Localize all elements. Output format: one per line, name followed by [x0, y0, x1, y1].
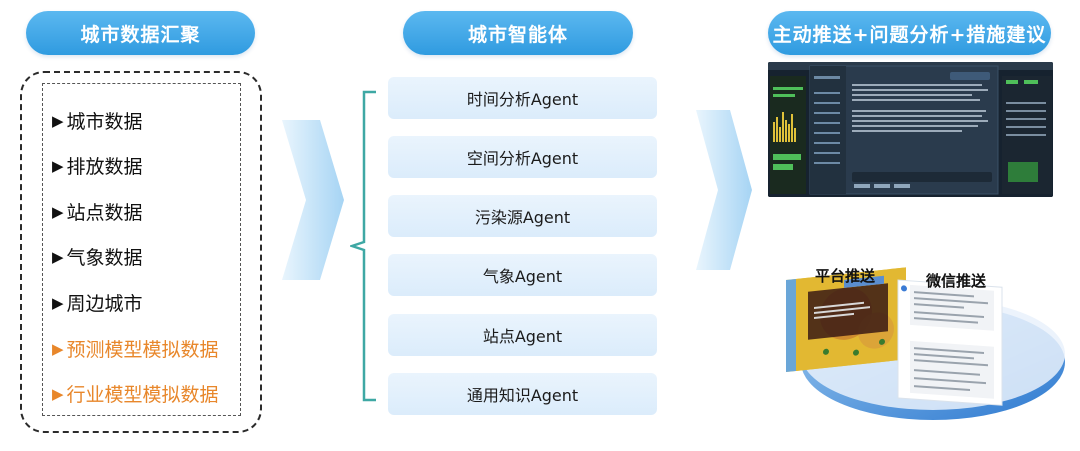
agent-card: 通用知识Agent [388, 373, 657, 415]
triangle-right-icon: ▶ [52, 202, 64, 221]
data-item: ▶ 周边城市 [52, 289, 143, 316]
flow-arrow-right [696, 110, 752, 270]
agent-card: 站点Agent [388, 314, 657, 356]
push-channels-graphic [786, 267, 1065, 420]
header-city-data: 城市数据汇聚 [26, 11, 255, 55]
data-item-label: 行业模型模拟数据 [66, 384, 219, 406]
agent-card: 空间分析Agent [388, 136, 657, 178]
header-output-label: 主动推送+问题分析+措施建议 [772, 23, 1047, 46]
data-item-highlight: ▶ 预测模型模拟数据 [52, 335, 219, 362]
platform-screenshot [786, 267, 906, 372]
chevron-arrow-icon [282, 120, 344, 280]
data-item: ▶ 气象数据 [52, 243, 143, 270]
agent-card: 时间分析Agent [388, 77, 657, 119]
agent-label: 通用知识Agent [466, 386, 579, 405]
triangle-right-icon: ▶ [52, 111, 64, 130]
agent-bracket [350, 90, 376, 402]
agent-label: 时间分析Agent [466, 90, 579, 109]
agent-label: 站点Agent [482, 327, 563, 346]
data-item-label: 气象数据 [66, 247, 143, 269]
bracket-line [350, 90, 376, 402]
data-item-highlight: ▶ 行业模型模拟数据 [52, 380, 219, 407]
chevron-arrow-icon [696, 110, 752, 270]
flow-arrow-left [282, 120, 344, 280]
data-item: ▶ 站点数据 [52, 198, 143, 225]
triangle-right-icon: ▶ [52, 384, 64, 403]
triangle-right-icon: ▶ [52, 247, 64, 266]
data-item: ▶ 城市数据 [52, 107, 143, 134]
triangle-right-icon: ▶ [52, 156, 64, 175]
header-output: 主动推送+问题分析+措施建议 [768, 11, 1051, 55]
triangle-right-icon: ▶ [52, 293, 64, 312]
wechat-push-label: 微信推送 [926, 272, 987, 290]
data-item-label: 城市数据 [66, 111, 143, 133]
agent-label: 污染源Agent [474, 208, 571, 227]
platform-push-label: 平台推送 [815, 267, 876, 285]
data-item: ▶ 排放数据 [52, 152, 143, 179]
agent-card: 气象Agent [388, 254, 657, 296]
data-item-label: 排放数据 [66, 156, 143, 178]
agent-label: 气象Agent [482, 267, 563, 286]
wechat-screenshot [897, 279, 1003, 406]
agent-card: 污染源Agent [388, 195, 657, 237]
triangle-right-icon: ▶ [52, 339, 64, 358]
agent-label: 空间分析Agent [466, 149, 579, 168]
data-item-label: 站点数据 [66, 202, 143, 224]
header-agent-label: 城市智能体 [467, 23, 568, 46]
data-item-label: 周边城市 [66, 293, 143, 315]
data-sources-outer-box [20, 71, 262, 433]
dashboard-graphic [768, 62, 1053, 197]
header-agent: 城市智能体 [403, 11, 633, 55]
header-city-data-label: 城市数据汇聚 [80, 23, 201, 46]
dashboard-screenshot [768, 62, 1053, 197]
data-item-label: 预测模型模拟数据 [66, 339, 219, 361]
data-sources-inner-box [42, 83, 241, 416]
